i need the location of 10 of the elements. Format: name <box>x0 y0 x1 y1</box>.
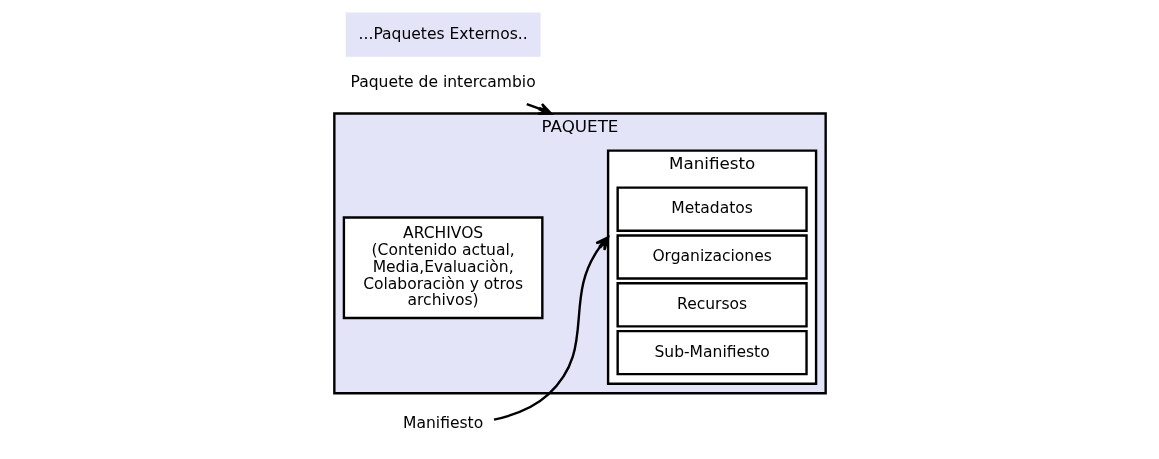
node-box: ...Paquetes Externos.. <box>345 12 541 57</box>
node-text: Paquete de intercambio <box>350 72 536 91</box>
node-box: ARCHIVOS (Contenido actual, Media,Evaluaciòn, Colaboraciòn y otros archivos) <box>342 216 544 320</box>
node-box: Recursos <box>615 282 808 328</box>
arrow <box>525 102 552 116</box>
arrow <box>493 236 609 421</box>
node-text: Manifiesto <box>402 414 483 433</box>
node-box: Sub-Manifiesto <box>615 329 808 376</box>
node-box: Metadatos <box>615 186 808 232</box>
node-box: Organizaciones <box>615 234 808 280</box>
